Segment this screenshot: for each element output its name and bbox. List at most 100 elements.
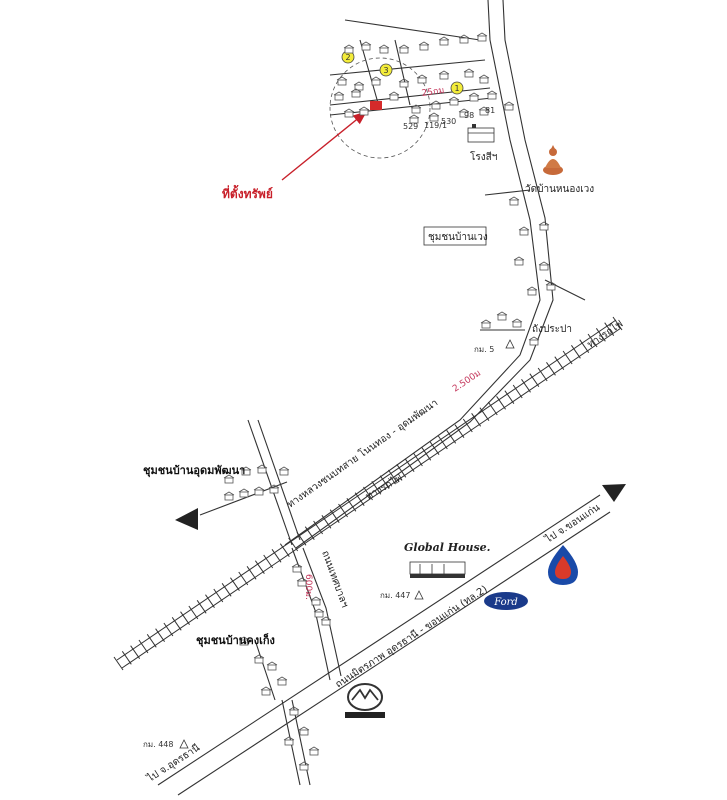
rail-tie [121, 651, 132, 665]
rail-tie [254, 560, 265, 574]
house-icon [266, 661, 278, 671]
community-udom-label: ชุมชนบ้านอุดมพัฒนา [143, 464, 245, 478]
house-icon [518, 226, 530, 236]
community-box [423, 226, 487, 246]
direction-arrow-east-icon [602, 484, 626, 502]
house-icon [476, 32, 488, 42]
house-icon [253, 486, 265, 496]
house-icon [513, 256, 525, 266]
rail-tie [196, 600, 207, 614]
distance-2500-label: 2.500ม [451, 368, 483, 394]
house-icon [253, 654, 265, 664]
house-icon [336, 76, 348, 86]
house-icon [288, 706, 300, 716]
distance-600-label: 600ม. [303, 574, 313, 600]
rail-tie [587, 333, 598, 348]
house-icon [283, 736, 295, 746]
rail-tie [379, 475, 390, 489]
rail-tie [238, 571, 249, 586]
house-icon [538, 221, 550, 231]
rail-tie [604, 322, 615, 336]
rail-tie [213, 588, 224, 603]
property-pointer-arrow-icon [281, 111, 368, 181]
house-icon [333, 91, 345, 101]
water-tank-label: ถังประปา [532, 324, 572, 335]
mazda-logo-icon [345, 683, 385, 718]
house-icon [296, 577, 308, 587]
main-road-label: ถนนมิตรภาพ อุดรธานี - ขอนแก่น (ทล.2) [333, 583, 490, 691]
ptt-logo-icon [548, 545, 578, 585]
house-icon [378, 44, 390, 54]
local-road-label: ถนนเทศบาลฯ [319, 549, 350, 609]
house-number-3: 530 [441, 117, 456, 126]
house-icon [353, 81, 365, 91]
km448-label: กม. 448 [143, 740, 173, 749]
rail-tie [279, 543, 290, 557]
house-icon [313, 608, 325, 618]
rail-tie [454, 424, 465, 438]
direction-arrow-west-icon [175, 508, 198, 530]
house-icon [343, 108, 355, 118]
factory-label: โรงสีฯ [470, 150, 497, 163]
temple-buddha-icon [543, 145, 563, 175]
house-icon [458, 34, 470, 44]
km448-triangle-icon [179, 739, 189, 749]
house-icon [276, 676, 288, 686]
house-icon [310, 596, 322, 606]
rail-tie [363, 486, 373, 501]
houses [223, 32, 557, 771]
house-icon [458, 108, 470, 118]
rail-tie [537, 367, 548, 382]
house-icon [398, 44, 410, 54]
house-icon [526, 286, 538, 296]
svg-text:Ford: Ford [493, 597, 518, 608]
km447-label: กม. 447 [380, 591, 410, 600]
house-icon [398, 78, 410, 88]
branch-roads [199, 19, 586, 786]
house-icon [240, 466, 252, 476]
temple-label: วัดบ้านหนองเวง [525, 183, 594, 195]
house-icon [496, 311, 508, 321]
main-highway [157, 484, 626, 796]
rail-tie [354, 492, 365, 506]
rail-tie [146, 634, 157, 648]
house-icon [545, 281, 557, 291]
house-icon [448, 96, 460, 106]
rail-tie [487, 401, 498, 416]
rail-tie [346, 498, 357, 512]
km447-triangle-icon [414, 590, 424, 600]
rail-tie [188, 605, 199, 620]
rail-tie [130, 645, 141, 659]
house-icon [480, 319, 492, 329]
property-marker [370, 101, 382, 110]
house-icon [416, 74, 428, 84]
house-number-5: 81 [485, 106, 495, 115]
house-icon [320, 616, 332, 626]
community-nongweng-label: ชุมชนบ้านเวง [428, 231, 488, 243]
marker-1: 1 [450, 81, 464, 95]
house-icon [438, 70, 450, 80]
house-icon [508, 196, 520, 206]
rail-tie [263, 554, 274, 569]
rail-tie [155, 628, 165, 642]
rail-tie [529, 373, 540, 387]
svg-text:3: 3 [383, 66, 388, 75]
rural-highway [284, 0, 554, 549]
house-icon [291, 563, 303, 573]
house-icon [260, 686, 272, 696]
house-icon [528, 336, 540, 346]
house-icon [408, 114, 420, 124]
house-icon [463, 68, 475, 78]
rail-tie [163, 622, 174, 637]
house-icon [468, 92, 480, 102]
house-icon [503, 101, 515, 111]
house-icon [486, 90, 498, 100]
house-icon [358, 106, 370, 116]
rail-tie [512, 384, 523, 399]
globalhouse-building-icon [409, 561, 466, 578]
house-icon [511, 318, 523, 328]
rail-tie [554, 356, 565, 370]
ford-logo-icon: Ford [484, 592, 528, 610]
distance-near-label: 25กม [421, 86, 445, 99]
house-number-2: 119/1 [424, 121, 447, 130]
